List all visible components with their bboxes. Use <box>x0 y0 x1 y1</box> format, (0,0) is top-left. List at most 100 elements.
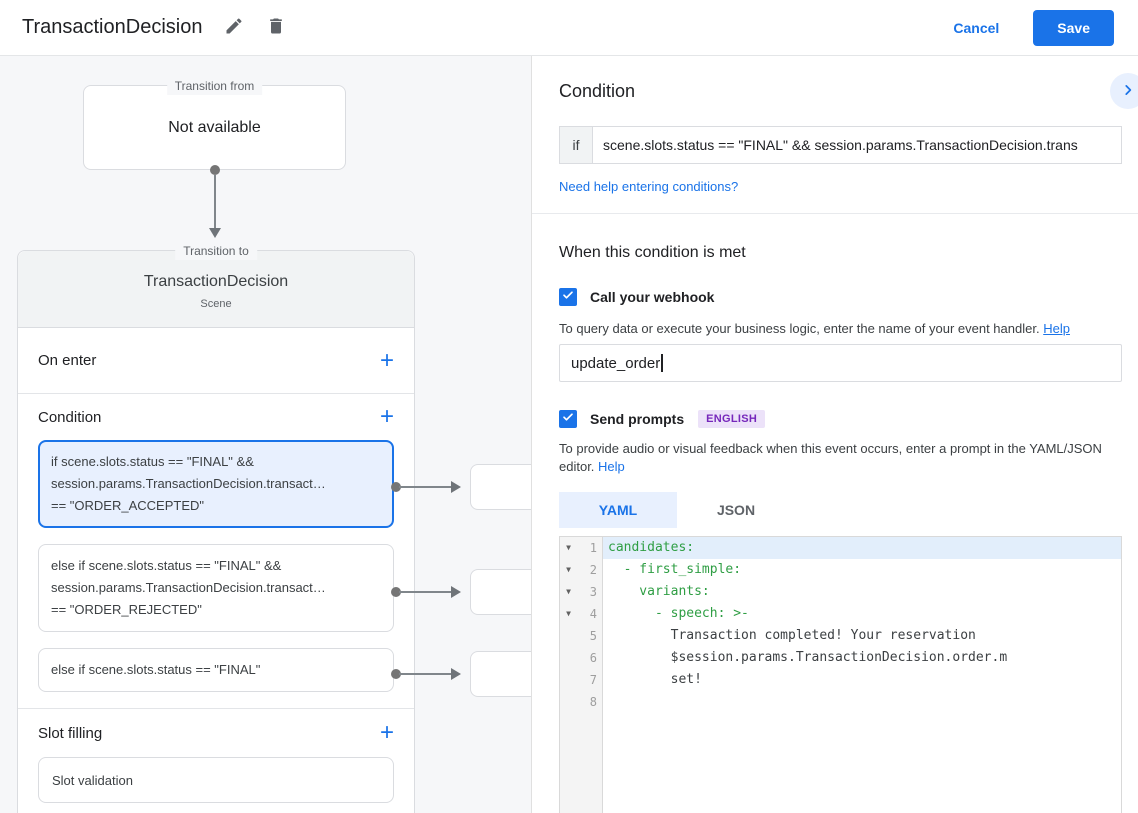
on-enter-row: On enter + <box>18 328 414 394</box>
condition-section-head: Condition + <box>38 394 394 440</box>
fold-arrow-icon[interactable]: ▼ <box>560 559 577 581</box>
code-text: - speech: >- <box>608 606 749 621</box>
connector-dot <box>391 669 401 679</box>
yaml-code-editor[interactable]: ▼ 1 candidates: ▼ 2 - first_simple: ▼ 3 … <box>559 536 1122 813</box>
code-text: candidates: <box>603 537 1121 559</box>
checkmark-icon <box>562 410 574 428</box>
code-line[interactable]: ▼ 2 - first_simple: <box>560 559 1121 581</box>
code-text: $session.params.TransactionDecision.orde… <box>608 650 1008 665</box>
prompts-description-text: To provide audio or visual feedback when… <box>559 441 1102 474</box>
trash-icon <box>266 16 286 39</box>
connector-line <box>399 486 451 488</box>
scene-card-title: TransactionDecision <box>143 273 289 290</box>
slot-validation-label: Slot validation <box>52 772 133 788</box>
event-handler-value: update_order <box>571 354 661 372</box>
condition-card-text: if scene.slots.status == "FINAL" && sess… <box>51 454 326 513</box>
condition-expression-row: if scene.slots.status == "FINAL" && sess… <box>559 126 1122 164</box>
connector-dot <box>391 587 401 597</box>
call-webhook-row: Call your webhook <box>559 288 1122 306</box>
code-text: Transaction completed! Your reservation <box>608 628 976 643</box>
webhook-help-link[interactable]: Help <box>1043 321 1070 336</box>
condition-edit-panel: Condition if scene.slots.status == "FINA… <box>531 56 1138 813</box>
fold-arrow-icon[interactable]: ▼ <box>560 537 577 559</box>
condition-card-text: else if scene.slots.status == "FINAL" <box>51 662 261 677</box>
condition-card-text: else if scene.slots.status == "FINAL" &&… <box>51 558 326 617</box>
code-line[interactable]: ▼ 1 candidates: <box>560 537 1121 559</box>
code-area-filler[interactable] <box>603 713 1121 813</box>
chevron-right-icon <box>1121 83 1135 100</box>
tab-json[interactable]: JSON <box>716 502 756 518</box>
transition-from-legend: Transition from <box>166 77 263 95</box>
condition-card-rejected[interactable]: else if scene.slots.status == "FINAL" &&… <box>38 544 394 632</box>
collapse-panel-button[interactable] <box>1110 73 1138 109</box>
gutter-filler <box>577 713 603 813</box>
connector-arrowhead-icon <box>451 586 461 598</box>
slot-validation-card[interactable]: Slot validation <box>38 757 394 803</box>
editor-format-tabs: YAML JSON <box>559 492 1122 528</box>
edit-scene-button[interactable] <box>224 16 244 39</box>
fold-spacer <box>560 669 577 691</box>
fold-spacer <box>560 691 577 713</box>
code-line[interactable]: 7 set! <box>560 669 1121 691</box>
send-prompts-checkbox[interactable] <box>559 410 577 428</box>
transition-target-box[interactable] <box>470 569 531 615</box>
on-enter-label: On enter <box>38 352 97 369</box>
cancel-button[interactable]: Cancel <box>953 19 1000 36</box>
line-number: 6 <box>577 647 603 669</box>
code-text <box>603 691 1121 713</box>
line-number: 5 <box>577 625 603 647</box>
scene-card-subtitle: Scene <box>200 298 232 310</box>
line-number: 3 <box>577 581 603 603</box>
event-handler-input[interactable]: update_order <box>559 344 1122 382</box>
call-webhook-checkbox[interactable] <box>559 288 577 306</box>
prompts-help-link[interactable]: Help <box>598 459 625 474</box>
connector-line <box>399 673 451 675</box>
line-number: 1 <box>577 537 603 559</box>
webhook-description: To query data or execute your business l… <box>559 320 1122 338</box>
code-line[interactable]: ▼ 3 variants: <box>560 581 1121 603</box>
connector-line <box>214 175 216 228</box>
code-line[interactable]: 5 Transaction completed! Your reservatio… <box>560 625 1121 647</box>
fold-spacer <box>560 625 577 647</box>
panel-header: Condition <box>559 73 1138 109</box>
add-condition-button[interactable]: + <box>379 403 394 430</box>
condition-section-label: Condition <box>38 408 102 426</box>
slot-filling-label: Slot filling <box>38 724 103 742</box>
line-number: 8 <box>577 691 603 713</box>
fold-spacer <box>560 713 577 813</box>
code-line[interactable]: 6 $session.params.TransactionDecision.or… <box>560 647 1121 669</box>
transition-target-box[interactable] <box>470 651 531 697</box>
delete-scene-button[interactable] <box>266 16 286 39</box>
transition-target-box[interactable] <box>470 464 531 510</box>
pencil-icon <box>224 16 244 39</box>
code-line[interactable]: ▼ 4 - speech: >- <box>560 603 1121 625</box>
slot-filling-head: Slot filling + <box>38 709 394 757</box>
scene-diagram-canvas: Transition from Not available Transition… <box>0 56 531 813</box>
condition-card-final[interactable]: else if scene.slots.status == "FINAL" <box>38 648 394 692</box>
fold-arrow-icon[interactable]: ▼ <box>560 603 577 625</box>
save-button[interactable]: Save <box>1033 9 1114 46</box>
condition-card-accepted[interactable]: if scene.slots.status == "FINAL" && sess… <box>38 440 394 528</box>
code-text: - first_simple: <box>608 562 742 577</box>
conditions-help-link[interactable]: Need help entering conditions? <box>559 179 739 194</box>
scene-card-header[interactable]: TransactionDecision Scene <box>18 251 414 328</box>
line-number: 2 <box>577 559 603 581</box>
send-prompts-row: Send prompts ENGLISH <box>559 410 1122 428</box>
add-on-enter-button[interactable]: + <box>379 346 394 374</box>
language-badge: ENGLISH <box>698 410 766 428</box>
top-bar: TransactionDecision Cancel Save <box>0 0 1138 56</box>
connector-arrowhead-icon <box>209 228 221 238</box>
connector-arrowhead-icon <box>451 668 461 680</box>
add-slot-button[interactable]: + <box>379 719 394 746</box>
tab-yaml[interactable]: YAML <box>559 492 677 528</box>
transition-from-value: Not available <box>168 118 261 136</box>
connector-arrowhead-icon <box>451 481 461 493</box>
text-cursor <box>661 354 663 372</box>
conditions-help-line: Need help entering conditions? <box>559 178 1122 196</box>
condition-expression-input[interactable]: scene.slots.status == "FINAL" && session… <box>592 126 1122 164</box>
code-text: set! <box>608 672 702 687</box>
code-line[interactable]: 8 <box>560 691 1121 713</box>
fold-arrow-icon[interactable]: ▼ <box>560 581 577 603</box>
connector-line <box>399 591 451 593</box>
editor-filler <box>560 713 1121 813</box>
